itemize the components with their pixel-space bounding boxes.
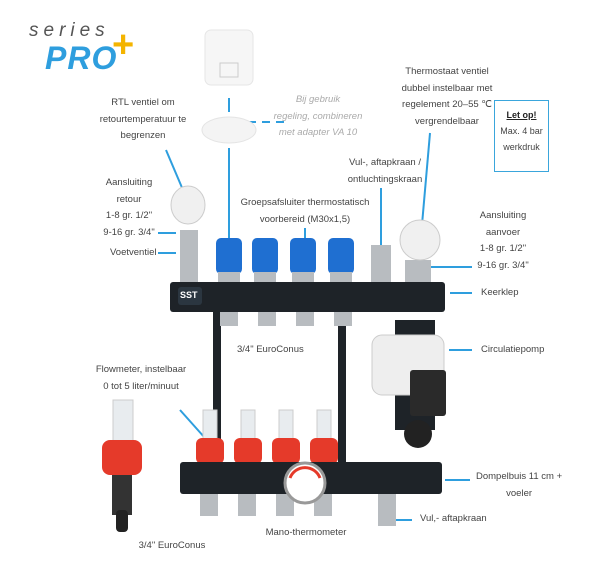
logo-pro: PRO (45, 40, 118, 76)
label-line: retour (116, 193, 142, 205)
label-euroconus-bottom: 3/4" EuroConus (138, 540, 206, 551)
label-line: voeler (506, 487, 533, 499)
label-line: dubbel instelbaar met (401, 82, 493, 94)
leader-lines (158, 98, 472, 521)
flowmeters (196, 409, 338, 464)
label-euroconus-top: 3/4" EuroConus (237, 344, 304, 355)
label-line: voorbereid (M30x1,5) (259, 213, 351, 225)
label-line: Aansluiting (105, 177, 153, 188)
label-vul-ontlucht: Vul-, aftapkraan / ontluchtingskraan (348, 155, 422, 188)
label-line: regeling, combineren (273, 110, 363, 122)
label-dompelbuis: Dompelbuis 11 cm + voeler (476, 469, 562, 502)
rtl-valve-icon (170, 185, 206, 225)
supply-manifold (170, 282, 445, 312)
label-line: Vul-, aftapkraan / (349, 157, 421, 168)
label-line: Groepsafsluiter thermostatisch (240, 197, 370, 208)
label-line: Bij gebruik (295, 94, 341, 105)
label-rtl: RTL ventiel om retourtemperatuur te begr… (100, 95, 187, 145)
label-flowmeter: Flowmeter, instelbaar 0 tot 5 liter/minu… (96, 362, 186, 395)
label-adapter-note: Bij gebruik regeling, combineren met ada… (274, 92, 363, 142)
manifold-badge: SST (180, 290, 198, 300)
label-keerklep: Keerklep (481, 287, 519, 298)
notice-title: Let op! (506, 110, 537, 120)
label-line: Dompelbuis 11 cm + (476, 471, 563, 482)
label-line: RTL ventiel om (111, 97, 175, 108)
label-line: Aansluiting (479, 210, 527, 221)
label-line: 1-8 gr. 1/2" (479, 243, 527, 254)
label-line: regelement 20–55 ℃ (402, 99, 492, 110)
label-line: Thermostaat ventiel (405, 66, 489, 77)
label-line: met adapter VA 10 (278, 127, 358, 138)
label-groepsafsluiter: Groepsafsluiter thermostatisch voorberei… (241, 195, 370, 228)
label-line: Flowmeter, instelbaar (95, 364, 187, 375)
label-line: aanvoer (485, 226, 521, 238)
notice-line: werkdruk (503, 142, 540, 152)
adapter-ring-icon (201, 116, 257, 144)
thermostat-valve-icon (399, 219, 441, 261)
label-line: vergrendelbaar (415, 115, 479, 127)
label-aanvoer: Aansluiting aanvoer 1-8 gr. 1/2" 9-16 gr… (477, 208, 528, 274)
logo-series: series (29, 20, 110, 41)
notice-line: Max. 4 bar (500, 126, 543, 136)
logo-plus: + (112, 24, 135, 66)
label-line: 0 tot 5 liter/minuut (103, 380, 179, 392)
label-retour: Aansluiting retour 1-8 gr. 1/2" 9-16 gr.… (103, 175, 154, 241)
flowmeter-detail-icon (112, 399, 134, 443)
label-line: retourtemperatuur te (99, 113, 187, 125)
actuator-icon (204, 29, 254, 86)
label-mano-thermometer: Mano-thermometer (265, 527, 347, 538)
label-line: 1-8 gr. 1/2" (105, 210, 153, 221)
label-circulatiepomp: Circulatiepomp (481, 344, 545, 355)
label-line: ontluchtingskraan (347, 173, 423, 185)
blue-caps (216, 238, 354, 274)
label-line: begrenzen (120, 130, 166, 141)
notice-box: Let op! Max. 4 bar werkdruk (494, 100, 549, 172)
label-voetventiel: Voetventiel (110, 247, 157, 258)
label-thermostaat: Thermostaat ventiel dubbel instelbaar me… (402, 64, 493, 130)
label-line: 9-16 gr. 3/4" (103, 226, 155, 238)
label-vul-aftap: Vul,- aftapkraan (420, 513, 487, 524)
label-line: 9-16 gr. 3/4" (477, 259, 529, 271)
